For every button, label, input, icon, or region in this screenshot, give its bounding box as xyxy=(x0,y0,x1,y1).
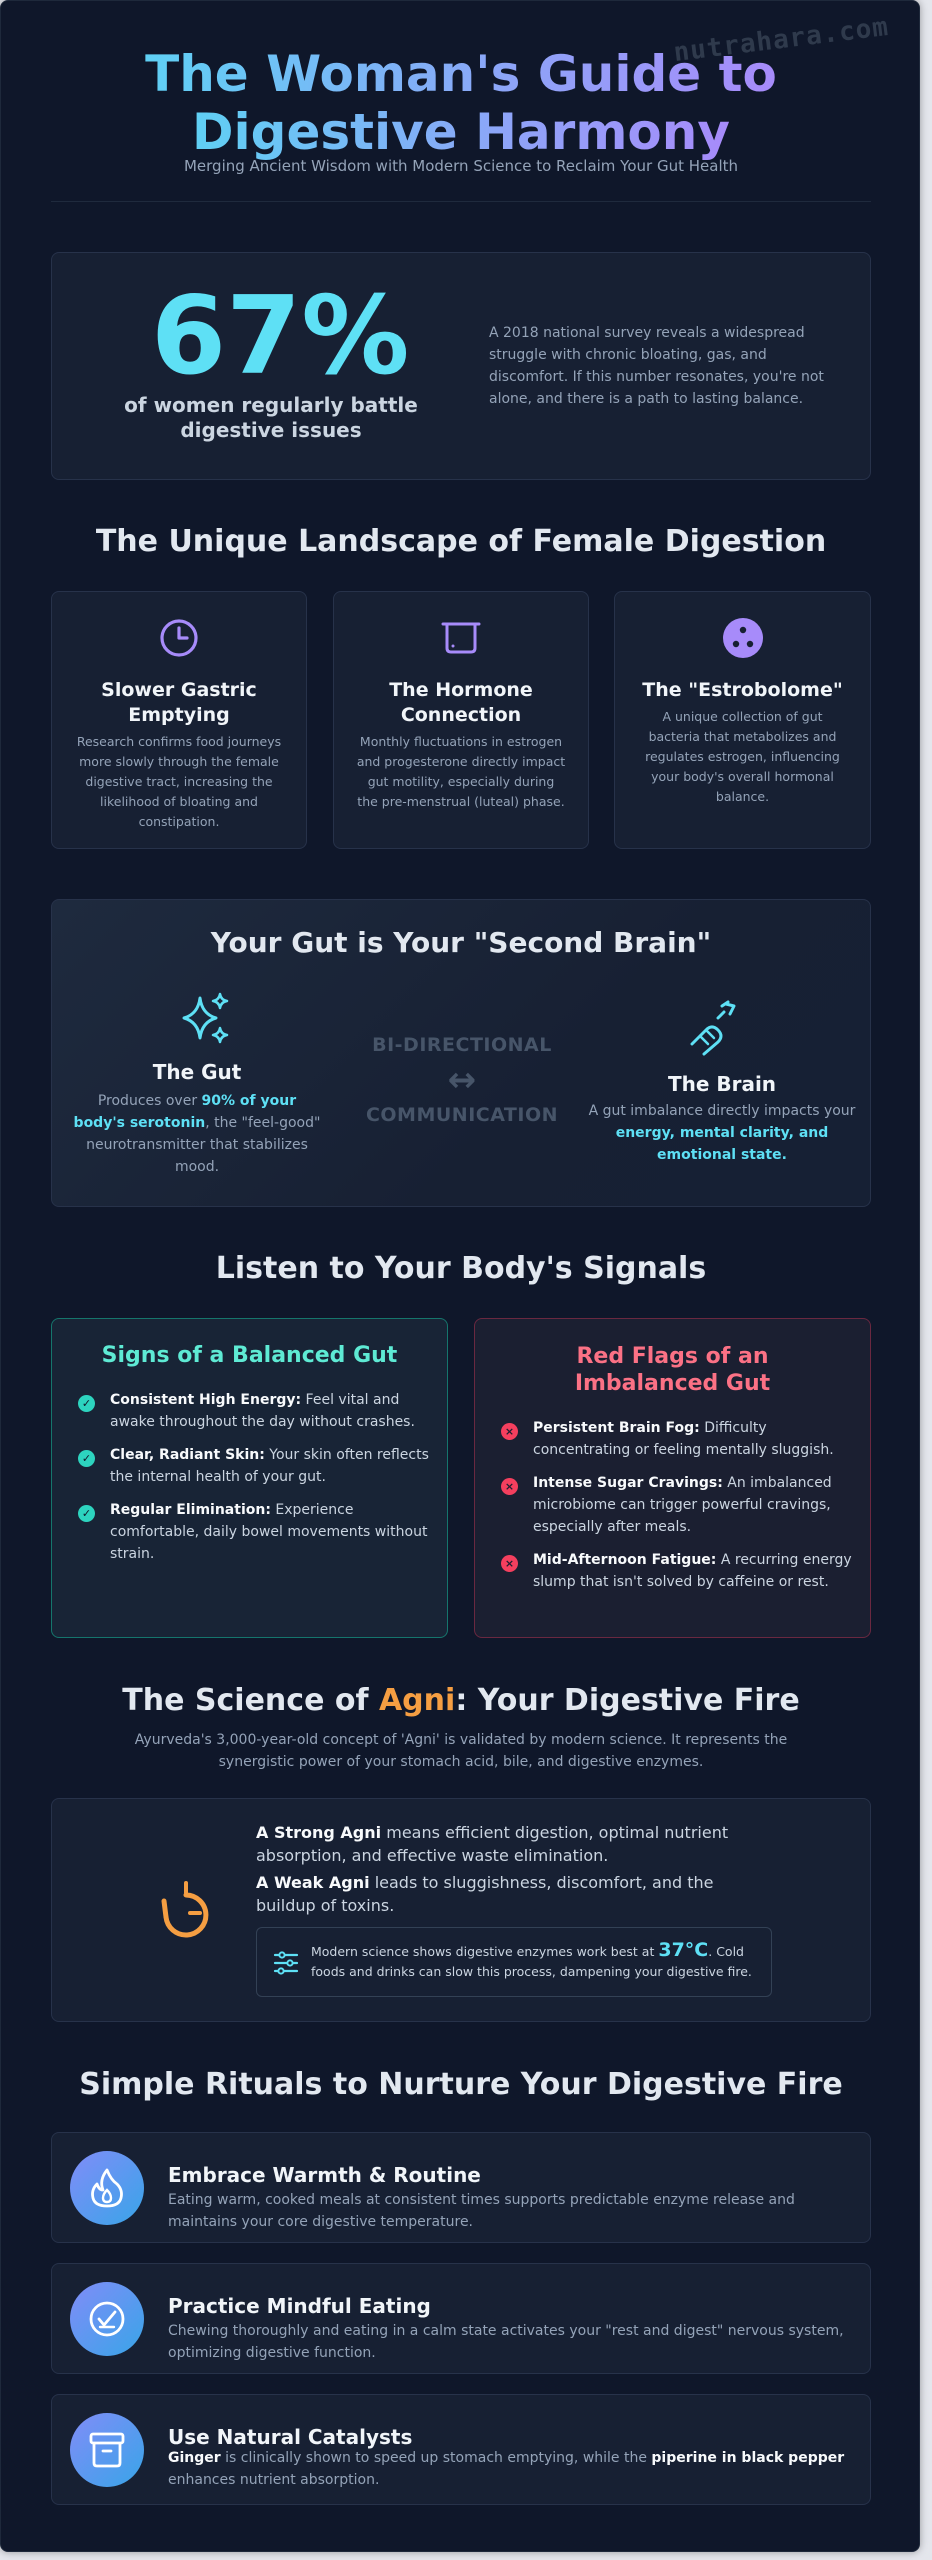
weak-agni-text: A Weak Agni leads to sluggishness, disco… xyxy=(256,1873,714,1915)
ritual-desc: Eating warm, cooked meals at consistent … xyxy=(168,2192,795,2230)
enzyme-note: Modern science shows digestive enzymes w… xyxy=(256,1927,772,1997)
feature-desc: Monthly fluctuations in estrogen and pro… xyxy=(356,734,566,809)
feature-title: The "Estrobolome" xyxy=(642,679,843,701)
feature-title: Slower Gastric Emptying xyxy=(101,679,257,726)
title-line-2: Digestive Harmony xyxy=(192,103,730,161)
agni-intro: Ayurveda's 3,000-year-old concept of 'Ag… xyxy=(134,1732,788,1770)
stat-value: 67% xyxy=(151,274,410,399)
bidirectional-arrow-icon: ↔ xyxy=(447,1060,477,1100)
feature-card-gastric: Slower Gastric Emptying Research confirm… xyxy=(51,591,307,849)
ritual-card-warmth: Embrace Warmth & Routine Eating warm, co… xyxy=(51,2132,871,2243)
strong-agni-text: A Strong Agni means efficient digestion,… xyxy=(256,1823,729,1865)
brain-title: The Brain xyxy=(667,1072,777,1096)
stat-card xyxy=(51,252,871,480)
brain-description: A gut imbalance directly impacts your en… xyxy=(588,1103,856,1163)
bacteria-icon xyxy=(722,618,763,658)
ritual-icon-circle xyxy=(70,2282,144,2356)
x-icon: × xyxy=(501,1423,518,1440)
feature-title: The Hormone Connection xyxy=(389,679,533,726)
imbalanced-gut-title: Red Flags of an Imbalanced Gut xyxy=(574,1344,771,1396)
stat-description: A 2018 national survey reveals a widespr… xyxy=(489,325,824,407)
mindful-eating-icon xyxy=(89,2301,125,2337)
flame-icon xyxy=(91,2168,123,2208)
list-item: Clear, Radiant Skin: Your skin often ref… xyxy=(110,1447,429,1485)
check-icon: ✓ xyxy=(78,1450,95,1467)
imbalanced-gut-card: Red Flags of an Imbalanced Gut × Persist… xyxy=(474,1318,871,1638)
ritual-desc: Ginger is clinically shown to speed up s… xyxy=(168,2450,845,2488)
ritual-title: Embrace Warmth & Routine xyxy=(168,2163,481,2187)
agni-card: A Strong Agni means efficient digestion,… xyxy=(51,1798,871,2022)
enzyme-note-text: Modern science shows digestive enzymes w… xyxy=(311,1939,752,1979)
hormone-icon xyxy=(441,622,481,654)
agni-title: The Science of Agni: Your Digestive Fire xyxy=(122,1683,800,1718)
agni-fire-icon xyxy=(161,1881,209,1938)
header-divider xyxy=(51,201,871,202)
landscape-title: The Unique Landscape of Female Digestion xyxy=(95,524,827,559)
stat-label: of women regularly battle digestive issu… xyxy=(124,393,418,442)
list-item: Persistent Brain Fog: Difficulty concent… xyxy=(533,1420,834,1458)
feature-desc: A unique collection of gut bacteria that… xyxy=(645,709,840,804)
second-brain-title: Your Gut is Your "Second Brain" xyxy=(210,926,712,959)
balanced-gut-title: Signs of a Balanced Gut xyxy=(101,1343,398,1368)
brain-icon xyxy=(690,1000,736,1056)
ritual-card-mindful: Practice Mindful Eating Chewing thorough… xyxy=(51,2263,871,2374)
feature-card-estrobolome: The "Estrobolome" A unique collection of… xyxy=(614,591,871,849)
page-title: The Woman's Guide to Digestive Harmony xyxy=(1,45,921,161)
feature-card-hormone: The Hormone Connection Monthly fluctuati… xyxy=(333,591,589,849)
x-icon: × xyxy=(501,1555,518,1572)
rituals-title: Simple Rituals to Nurture Your Digestive… xyxy=(79,2067,843,2102)
jar-icon xyxy=(89,2432,125,2468)
bidirectional-label: BI-DIRECTIONAL xyxy=(372,1034,552,1056)
ritual-card-catalysts: Use Natural Catalysts Ginger is clinical… xyxy=(51,2394,871,2505)
ritual-icon-circle xyxy=(70,2151,144,2225)
page-subtitle: Merging Ancient Wisdom with Modern Scien… xyxy=(183,157,739,175)
list-item: Regular Elimination: Experience comforta… xyxy=(110,1502,428,1562)
ritual-title: Practice Mindful Eating xyxy=(168,2294,431,2318)
list-item: Consistent High Energy: Feel vital and a… xyxy=(110,1392,415,1430)
title-line-1: The Woman's Guide to xyxy=(145,45,777,103)
ritual-title: Use Natural Catalysts xyxy=(168,2425,413,2449)
x-icon: × xyxy=(501,1478,518,1495)
gut-description: Produces over 90% of your body's seroton… xyxy=(73,1093,321,1175)
gut-title: The Gut xyxy=(152,1060,242,1084)
ritual-icon-circle xyxy=(70,2413,144,2487)
clock-icon xyxy=(160,619,198,657)
ritual-desc: Chewing thoroughly and eating in a calm … xyxy=(168,2323,844,2361)
signals-title: Listen to Your Body's Signals xyxy=(215,1251,707,1286)
communication-label: COMMUNICATION xyxy=(365,1104,559,1126)
sliders-icon xyxy=(273,1951,299,1975)
list-item: Mid-Afternoon Fatigue: A recurring energ… xyxy=(533,1552,852,1590)
feature-desc: Research confirms food journeys more slo… xyxy=(76,734,282,829)
balanced-gut-card: Signs of a Balanced Gut ✓ Consistent Hig… xyxy=(51,1318,448,1638)
list-item: Intense Sugar Cravings: An imbalanced mi… xyxy=(533,1475,832,1535)
sparkles-icon xyxy=(182,992,229,1044)
second-brain-card: Your Gut is Your "Second Brain" The Gut … xyxy=(51,899,871,1207)
check-icon: ✓ xyxy=(78,1395,95,1412)
check-icon: ✓ xyxy=(78,1505,95,1522)
